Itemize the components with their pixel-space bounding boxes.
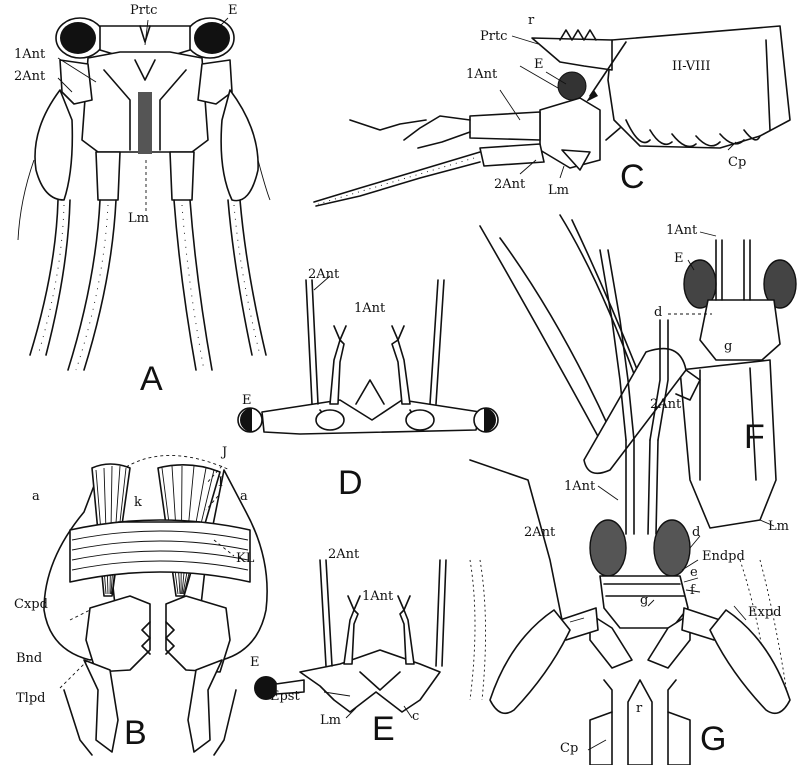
panel-g-label-e: e: [690, 566, 698, 579]
panel-c-letter: C: [620, 160, 645, 194]
panel-g-eye-left: [590, 520, 626, 576]
panel-g-label-cp: Cp: [560, 742, 578, 755]
panel-e-letter: E: [372, 712, 395, 746]
panel-f-drawing: [480, 215, 796, 528]
panel-c-eye: [558, 72, 586, 100]
panel-b-label-a-left: a: [32, 490, 40, 503]
panel-a-label-lm: Lm: [128, 212, 149, 225]
panel-a-label-1ant: 1Ant: [14, 48, 45, 61]
panel-g-label-1ant: 1Ant: [564, 480, 595, 493]
panel-g-label-r: r: [636, 702, 642, 715]
panel-b-label-j: J: [222, 446, 227, 459]
panel-c-drawing: [314, 26, 790, 206]
panel-a-scale-right: [221, 90, 258, 201]
panel-e-label-e: E: [250, 656, 260, 669]
panel-d-antenna-2: [306, 280, 318, 404]
panel-a-label-prtc: Prtc: [130, 4, 157, 17]
panel-c-rostrum: [532, 38, 612, 70]
panel-a-scale-left: [35, 90, 72, 200]
panel-e-antenna-1: [344, 610, 358, 664]
panel-g-eye-right: [654, 520, 690, 576]
panel-a-drawing: [18, 18, 270, 370]
panel-e-label-2ant: 2Ant: [328, 548, 359, 561]
panel-a-label-2ant: 2Ant: [14, 70, 45, 83]
panel-g-label-2ant: 2Ant: [524, 526, 555, 539]
panel-c-label-segments: II-VIII: [672, 60, 711, 73]
panel-b-label-k: k: [134, 496, 142, 509]
panel-f-label-lm: Lm: [768, 520, 789, 533]
panel-d-body: [262, 400, 480, 434]
panel-c-label-1ant: 1Ant: [466, 68, 497, 81]
panel-d-drawing: [238, 276, 498, 434]
panel-g-label-endpd: Endpd: [702, 550, 745, 563]
panel-a-eye-left-black: [60, 22, 96, 54]
panel-f-head: [700, 300, 780, 360]
panel-g-letter: G: [700, 722, 726, 756]
panel-g-label-expd: Expd: [748, 606, 781, 619]
panel-a-flagellum-1: [30, 200, 58, 355]
panel-c-label-prtc: Prtc: [480, 30, 507, 43]
panel-c-label-lm: Lm: [548, 184, 569, 197]
panel-d-label-2ant: 2Ant: [308, 268, 339, 281]
panel-d-antenna-1: [330, 340, 344, 404]
panel-f-label-2ant: 2Ant: [650, 398, 681, 411]
panel-f-label-1ant: 1Ant: [666, 224, 697, 237]
panel-b-label-i: I: [218, 476, 223, 489]
panel-e-label-epst: Epst: [270, 690, 300, 703]
panel-b-label-cxpd: Cxpd: [14, 598, 48, 611]
panel-f-label-d: d: [654, 306, 662, 319]
panel-a-flagellum-4: [228, 200, 252, 355]
panel-e-label-lm: Lm: [320, 714, 341, 727]
panel-a-flagellum-2: [68, 200, 100, 370]
panel-f-flagella: [560, 215, 640, 390]
panel-b-label-bnd: Bnd: [16, 652, 42, 665]
panel-b-left-palp: [84, 660, 118, 752]
panel-a-letter: A: [140, 362, 163, 396]
panel-a-labrum: [138, 92, 152, 154]
panel-g-exopod-right: [710, 610, 790, 713]
panel-g-exopod-left: [490, 610, 570, 713]
panel-e-antenna-2: [320, 560, 332, 666]
panel-f-label-g: g: [724, 340, 732, 353]
panel-f-label-e: E: [674, 252, 684, 265]
panel-f-letter: F: [744, 420, 765, 454]
panel-g-label-d: d: [692, 526, 700, 539]
panel-e-label-1ant: 1Ant: [362, 590, 393, 603]
panel-g-carapace: [590, 712, 612, 765]
panel-d-letter: D: [338, 466, 363, 500]
panel-a-eye-right-black: [194, 22, 230, 54]
panel-b-label-tlpd: Tlpd: [16, 692, 45, 705]
panel-d-label-1ant: 1Ant: [354, 302, 385, 315]
panel-a-label-e: E: [228, 4, 238, 17]
panel-c-label-cp: Cp: [728, 156, 746, 169]
panel-c-antenna: [480, 144, 544, 166]
panel-b-right-palp: [188, 660, 222, 752]
panel-b-label-a-right: a: [240, 490, 248, 503]
panel-d-label-e: E: [242, 394, 252, 407]
panel-b-label-kl: KL: [236, 552, 254, 565]
panel-b-mandibles: [86, 596, 150, 672]
panel-e-label-c: c: [412, 710, 419, 723]
panel-g-label-f: f: [690, 584, 695, 597]
panel-c-carapace: [608, 26, 790, 148]
panel-c-label-r: r: [528, 14, 534, 27]
panel-b-drawing: [44, 455, 267, 755]
panel-b-letter: B: [124, 716, 147, 750]
panel-g-rostrum: [628, 680, 652, 765]
panel-c-label-e: E: [534, 58, 544, 71]
panel-g-label-g: g: [640, 594, 648, 607]
panel-c-label-2ant: 2Ant: [494, 178, 525, 191]
